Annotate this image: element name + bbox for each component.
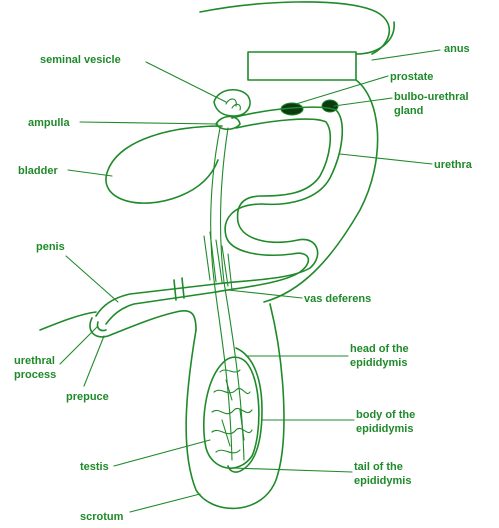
epididymis — [227, 347, 263, 473]
bladder-outline — [105, 125, 223, 204]
leader-tail-epididymis — [231, 467, 353, 473]
vas-deferens — [210, 127, 233, 461]
body-outline-top — [199, 1, 391, 55]
body-outline-posterior — [263, 79, 379, 303]
vas-deferens-2 — [219, 127, 245, 461]
label-penis: penis — [36, 241, 65, 253]
prepuce-outline — [89, 310, 197, 338]
urethra-upper — [231, 106, 344, 206]
leader-prostate — [295, 75, 389, 105]
label-urethral-process-1: urethral — [14, 355, 55, 367]
testis-outline — [203, 356, 260, 469]
label-urethral-process-2: process — [14, 369, 56, 381]
scrotum-outline — [185, 303, 285, 510]
leader-testis — [113, 439, 211, 467]
label-testis: testis — [80, 461, 109, 473]
label-vas-deferens: vas deferens — [304, 293, 371, 305]
urethral-process — [96, 321, 107, 332]
penis-shaft-lower — [105, 291, 217, 325]
leader-seminal-vesicle — [145, 61, 227, 103]
seminal-vesicle-coil — [225, 98, 241, 111]
leader-ampulla — [79, 121, 219, 125]
label-urethra: urethra — [434, 159, 473, 171]
seminal-vesicle-outline — [213, 89, 251, 117]
leader-lines — [59, 49, 441, 513]
sigmoid-flexure-inner — [215, 195, 319, 285]
label-seminal-vesicle: seminal vesicle — [40, 54, 121, 66]
leader-prepuce — [83, 335, 105, 387]
testis-tubules — [211, 369, 253, 454]
label-tail-epididymis-2: epididymis — [354, 475, 411, 487]
label-scrotum: scrotum — [80, 511, 124, 523]
label-ampulla: ampulla — [28, 117, 70, 129]
label-anus: anus — [444, 43, 470, 55]
sigmoid-flexure — [215, 203, 310, 293]
label-bulbo-urethral-2: gland — [394, 105, 423, 117]
label-bulbo-urethral-1: bulbo-urethral — [394, 91, 469, 103]
penis-shaft-upper — [95, 283, 217, 317]
label-prostate: prostate — [390, 71, 433, 83]
leader-urethra — [339, 153, 433, 165]
label-head-epididymis-2: epididymis — [350, 357, 407, 369]
ampulla-outline — [215, 115, 241, 131]
rectum-outline — [247, 51, 357, 81]
leader-penis — [65, 255, 119, 303]
leader-bulbo-urethral — [333, 97, 393, 107]
leader-urethral-process — [59, 325, 99, 365]
abdominal-wall — [39, 311, 97, 331]
label-head-epididymis-1: head of the — [350, 343, 409, 355]
leader-scrotum — [129, 493, 201, 513]
label-bladder: bladder — [18, 165, 58, 177]
spermatic-cord-hatch — [203, 231, 233, 291]
label-body-epididymis-1: body of the — [356, 409, 415, 421]
label-prepuce: prepuce — [66, 391, 109, 403]
leader-vas-deferens — [227, 289, 303, 299]
label-body-epididymis-2: epididymis — [356, 423, 413, 435]
leader-anus — [371, 49, 441, 61]
label-tail-epididymis-1: tail of the — [354, 461, 403, 473]
anus-outline — [355, 21, 395, 55]
urethra-upper-inner — [235, 118, 332, 197]
leader-bladder — [67, 169, 113, 177]
penis-sheath — [173, 277, 185, 301]
